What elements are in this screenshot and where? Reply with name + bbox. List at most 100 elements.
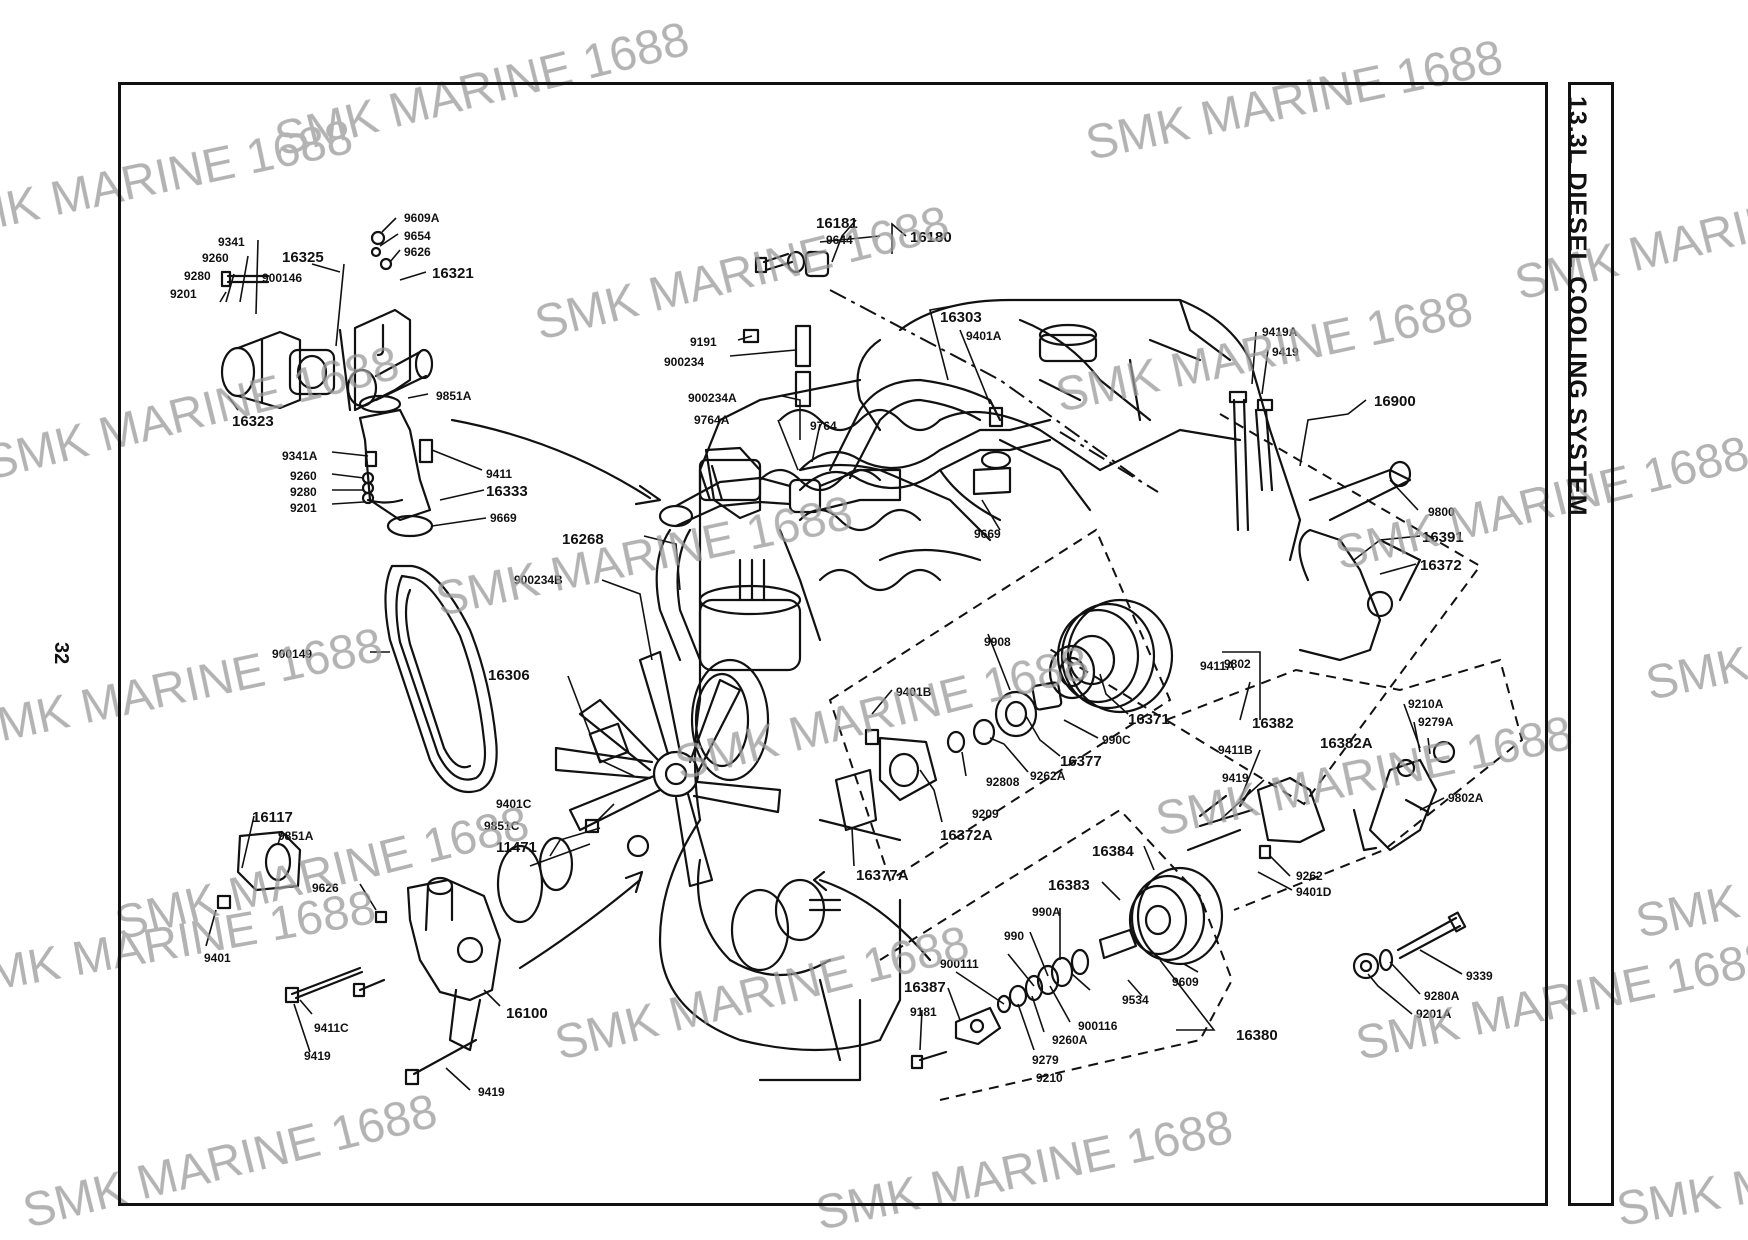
callout-9280: 9280: [184, 269, 211, 283]
callout-900234B: 900234B: [514, 573, 563, 587]
callout-16323: 16323: [232, 413, 274, 430]
callout-16372A: 16372A: [940, 827, 993, 844]
callout-16325: 16325: [282, 249, 324, 266]
callout-9401B: 9401B: [896, 685, 932, 699]
watermark-text: SMK MARINE 1688: [1613, 1111, 1748, 1237]
callout-9210: 9210: [1036, 1071, 1063, 1085]
callout-16306: 16306: [488, 667, 530, 684]
callout-16333: 16333: [486, 483, 528, 500]
callout-9411B: 9411B: [1218, 743, 1253, 757]
callout-16377: 16377: [1060, 753, 1102, 770]
callout-9339: 9339: [1466, 969, 1493, 983]
callout-16900: 16900: [1374, 393, 1416, 410]
callout-990C: 990C: [1102, 733, 1131, 747]
callout-9411: 9411: [486, 467, 512, 481]
flow-arrows: [450, 418, 932, 970]
fitting-16180: [742, 250, 830, 408]
callout-9341A: 9341A: [282, 449, 318, 463]
callout-9341: 9341: [218, 235, 245, 249]
callout-9419: 9419: [1222, 771, 1249, 785]
dashed-box-16380: [879, 808, 1234, 1101]
callout-9764: 9764: [810, 419, 837, 433]
callout-16382A: 16382A: [1320, 735, 1373, 752]
callout-16321: 16321: [432, 265, 474, 282]
fan-belt-900149: [384, 564, 498, 794]
thermostat-housing-assembly: [220, 230, 434, 412]
callout-9644: 9644: [826, 233, 853, 247]
callout-9260A: 9260A: [1052, 1033, 1088, 1047]
callout-9209: 9209: [972, 807, 999, 821]
callout-16268: 16268: [562, 531, 604, 548]
cooling-fan-16306: [554, 650, 782, 888]
callout-9210A: 9210A: [1408, 697, 1444, 711]
dashed-box-16371: [828, 528, 1172, 882]
callout-9626: 9626: [404, 245, 431, 259]
callout-16387: 16387: [904, 979, 946, 996]
lower-left-bolts: [216, 818, 650, 1086]
callout-9262A: 9262A: [1030, 769, 1066, 783]
callout-16377A: 16377A: [856, 867, 909, 884]
callout-16382: 16382: [1252, 715, 1294, 732]
callout-9851C: 9851C: [484, 819, 520, 833]
callout-900234A: 900234A: [688, 391, 737, 405]
callout-990A: 990A: [1032, 905, 1061, 919]
callout-9280: 9280: [290, 485, 317, 499]
callout-9401D: 9401D: [1296, 885, 1332, 899]
centerline-16181: [829, 289, 1141, 481]
upper-hose-16268: [655, 458, 802, 672]
callout-9609: 9609: [1172, 975, 1199, 989]
callout-16384: 16384: [1092, 843, 1134, 860]
callout-9401C: 9401C: [496, 797, 532, 811]
callout-9279: 9279: [1032, 1053, 1059, 1067]
callout-9411C: 9411C: [314, 1021, 349, 1035]
callout-900146: 900146: [262, 271, 302, 285]
dashed-box-16900: [1047, 413, 1482, 806]
page-title: 13.3L DIESEL COOLING SYSTEM: [1563, 96, 1591, 517]
through-bolt-9339: [1352, 911, 1467, 980]
watermark-text: SMK MARINE 1688: [1641, 571, 1748, 711]
tensioner-bracket-16382: [1186, 740, 1456, 860]
callout-9802: 9802: [1224, 657, 1251, 671]
callout-9401A: 9401A: [966, 329, 1002, 343]
callout-16371: 16371: [1128, 711, 1170, 728]
callout-9669: 9669: [974, 527, 1001, 541]
callout-900116: 900116: [1078, 1019, 1118, 1033]
callout-9401: 9401: [204, 951, 231, 965]
callout-9669: 9669: [490, 511, 517, 525]
callout-9260: 9260: [202, 251, 229, 265]
callout-9181: 9181: [910, 1005, 937, 1019]
callout-16181: 16181: [816, 215, 858, 232]
callout-9419: 9419: [304, 1049, 331, 1063]
callout-9800: 9800: [1428, 505, 1455, 519]
callout-16303: 16303: [940, 309, 982, 326]
idler-pulley-16371: [834, 598, 1174, 832]
callout-9201: 9201: [290, 501, 317, 515]
callout-9419: 9419: [1272, 345, 1299, 359]
centerline-9419: [1059, 431, 1159, 493]
callout-9851A: 9851A: [278, 829, 314, 843]
dashed-box-16382: [1165, 658, 1524, 911]
callout-9908: 9908: [984, 635, 1011, 649]
callout-16372: 16372: [1420, 557, 1462, 574]
callout-9280A: 9280A: [1424, 989, 1460, 1003]
callout-9260: 9260: [290, 469, 317, 483]
callout-9201: 9201: [170, 287, 197, 301]
callout-900149: 900149: [272, 647, 312, 661]
callout-9262: 9262: [1296, 869, 1323, 883]
callout-92808: 92808: [986, 775, 1020, 789]
idler-pulley-16380: [910, 866, 1224, 1070]
watermark-text: SMK MARINE 1688: [1631, 809, 1748, 949]
callout-16383: 16383: [1048, 877, 1090, 894]
callout-990: 990: [1004, 929, 1024, 943]
callout-11471: 11471: [496, 839, 537, 856]
callout-16117: 16117: [252, 809, 293, 826]
idler-group-16900: [1228, 390, 1422, 662]
water-outlet-9764: [704, 406, 1012, 520]
callout-9626: 9626: [312, 881, 339, 895]
callout-9411A: 9411A: [1200, 659, 1235, 673]
callout-900111: 900111: [940, 957, 979, 971]
page-number: 32: [50, 642, 72, 665]
callout-16391: 16391: [1422, 529, 1464, 546]
